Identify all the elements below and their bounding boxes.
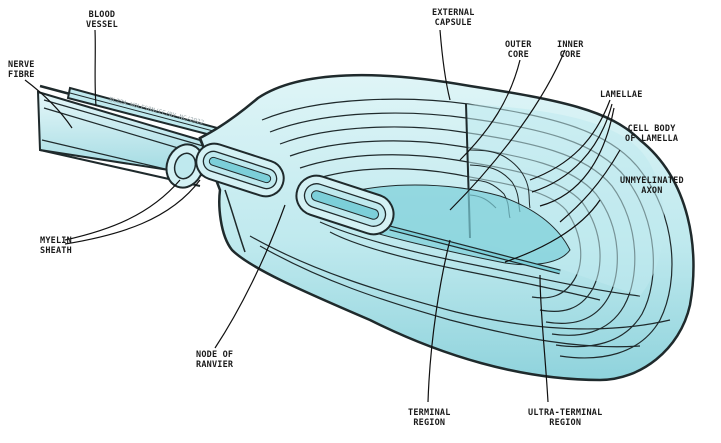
label-lamellae: LAMELLAE (600, 90, 643, 100)
